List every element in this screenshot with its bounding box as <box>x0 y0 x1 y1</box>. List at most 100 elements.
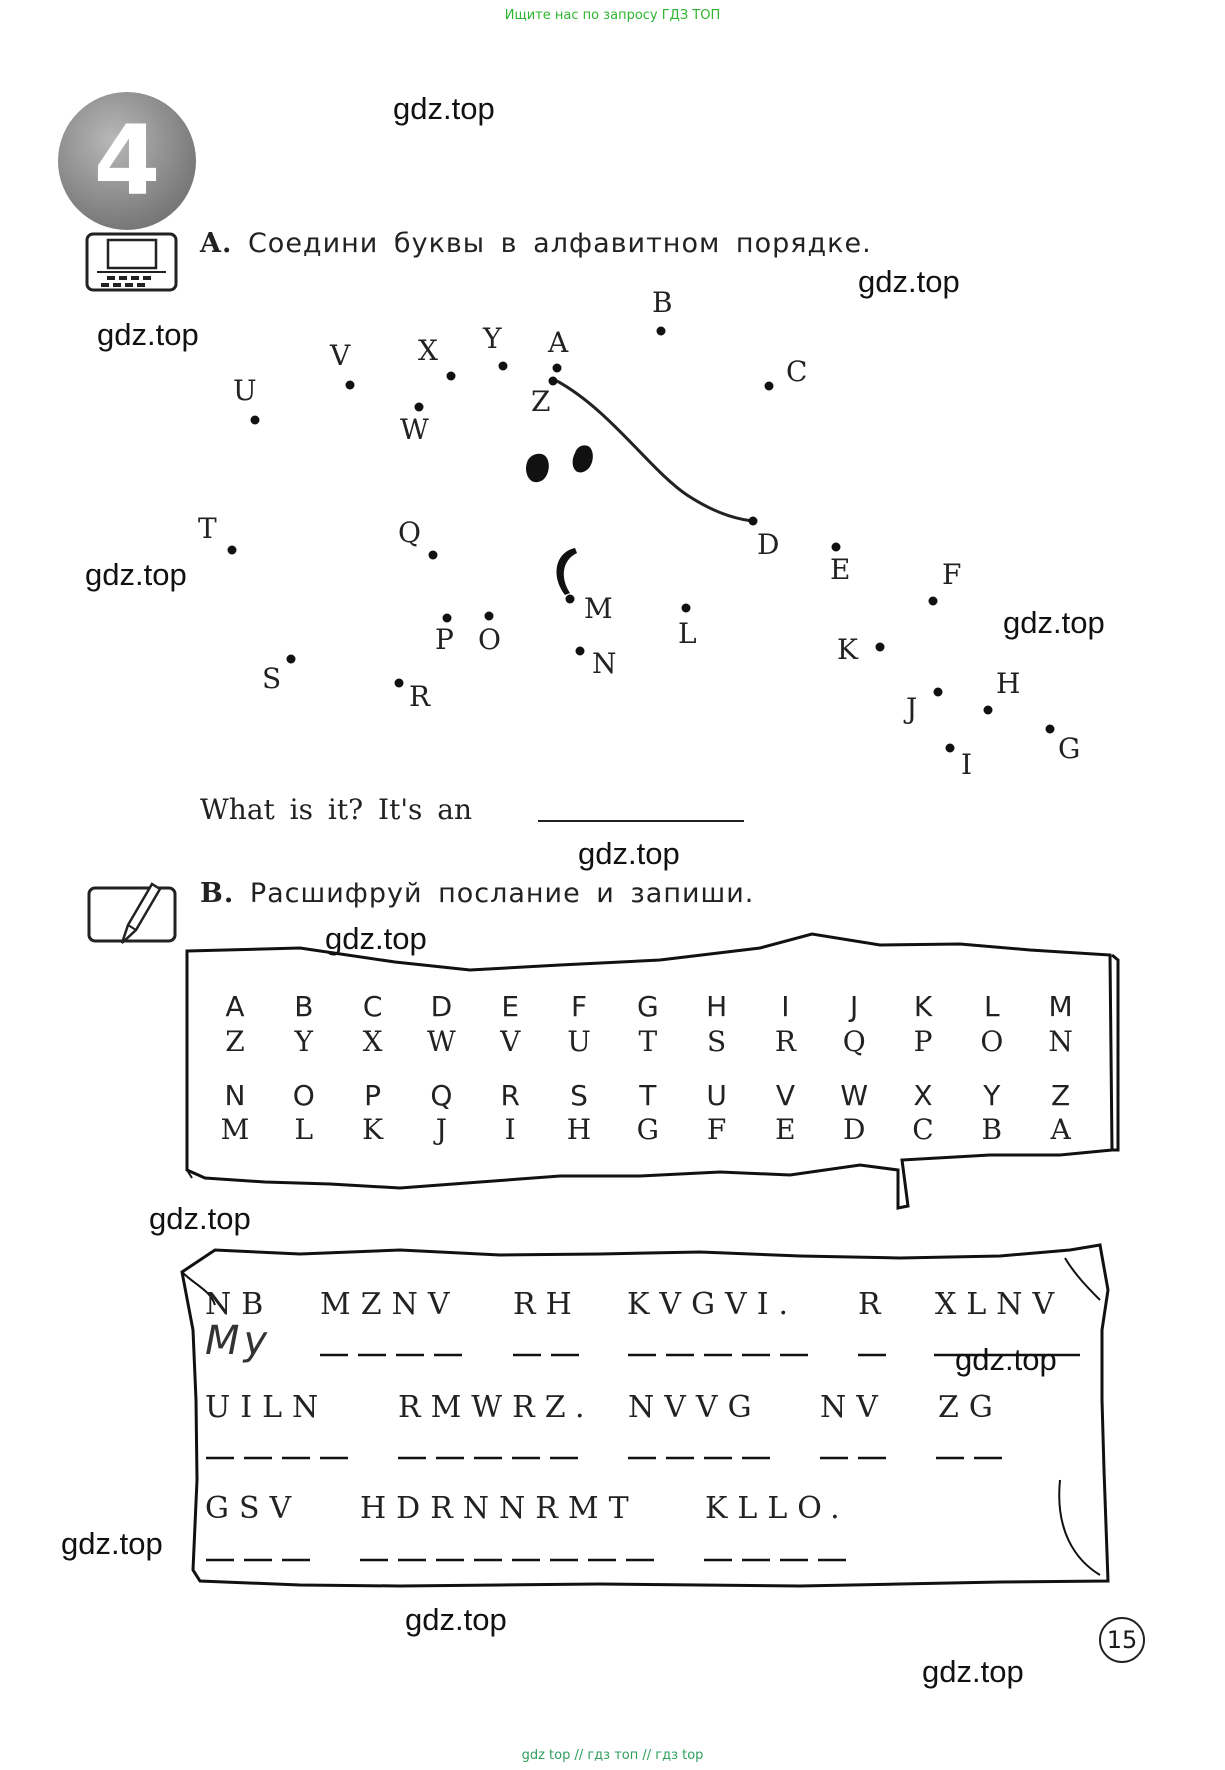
cipher-letter-bottom: X <box>362 1025 383 1058</box>
watermark: gdz.top <box>393 91 495 126</box>
unit-number: 4 <box>93 105 161 217</box>
cipher-letter-bottom: P <box>913 1025 933 1058</box>
cipher-letter-top: V <box>775 1079 795 1112</box>
cipher-letter-bottom: V <box>500 1025 521 1058</box>
dot-H <box>983 705 993 715</box>
bottom-note: gdz top // гдз топ // гдз top <box>521 1748 704 1763</box>
cipher-letter-top: W <box>840 1079 869 1112</box>
watermark: gdz.top <box>61 1526 163 1561</box>
cipher-letter-bottom: M <box>220 1113 250 1146</box>
dot-label-i: I <box>961 748 973 781</box>
cipher-letter-top: F <box>570 990 588 1023</box>
eye-left <box>526 453 549 483</box>
dot-W <box>414 402 424 412</box>
cipher-letter-top: S <box>570 1079 588 1112</box>
cipher-letter-top: E <box>501 990 520 1023</box>
started-line <box>556 379 753 523</box>
cipher-letter-top: Q <box>430 1079 453 1112</box>
cipher-letter-top: G <box>636 990 659 1023</box>
dot-U <box>250 415 260 425</box>
cipher-letter-bottom: R <box>774 1025 796 1058</box>
dot-E <box>831 542 841 552</box>
cipher-letter-bottom: N <box>1048 1025 1073 1058</box>
watermark: gdz.top <box>325 921 427 956</box>
cipher-letter-bottom: G <box>636 1113 659 1146</box>
mouth <box>556 548 577 595</box>
cipher-letter-top: L <box>983 990 1000 1023</box>
code-word: KLLO. <box>705 1491 850 1526</box>
watermark: gdz.top <box>85 557 187 592</box>
cipher-letter-bottom: J <box>435 1113 447 1146</box>
dot-label-y: Y <box>483 322 502 355</box>
task-b-letter: B. <box>200 878 235 909</box>
code-word: RMWRZ. <box>398 1390 595 1425</box>
answer-blanks <box>206 1353 1080 1562</box>
code-word: GSV <box>205 1491 302 1526</box>
cipher-paper <box>185 932 1114 1210</box>
dot-Z <box>548 376 558 386</box>
task-b: B. Расшифруй послание и запиши. <box>200 878 754 909</box>
dot-F <box>928 596 938 606</box>
dot-label-o: O <box>478 623 501 656</box>
code-word: XLNV <box>935 1287 1065 1322</box>
code-word: UILN <box>205 1390 329 1425</box>
watermark: gdz.top <box>922 1654 1024 1689</box>
dot-label-q: Q <box>398 516 421 549</box>
watermark: gdz.top <box>97 317 199 352</box>
cipher-letter-top: K <box>913 990 933 1023</box>
dot-R <box>394 678 404 688</box>
cipher-letter-bottom: H <box>566 1113 592 1146</box>
code-word: HDRNNRMT <box>360 1491 639 1526</box>
cipher-letter-top: A <box>225 990 245 1023</box>
task-a-text: Соедини буквы в алфавитном порядке. <box>247 228 872 259</box>
dot-label-j: J <box>906 692 918 725</box>
dot-O <box>484 611 494 621</box>
cipher-letter-top: C <box>362 990 383 1023</box>
dot-label-n: N <box>592 647 617 680</box>
dot-Q <box>428 550 438 560</box>
dot-B <box>656 326 666 336</box>
dot-label-f: F <box>942 558 962 591</box>
cipher-letter-top: B <box>294 990 314 1023</box>
message-scroll <box>180 1243 1110 1588</box>
dot-V <box>345 380 355 390</box>
cipher-letter-bottom: Y <box>294 1025 314 1058</box>
code-word: MZNV <box>320 1287 460 1322</box>
dot-M <box>565 594 575 604</box>
watermark: gdz.top <box>405 1602 507 1637</box>
computer-icon <box>85 232 178 292</box>
cipher-letter-bottom: L <box>294 1113 314 1146</box>
code-word: RH <box>513 1287 582 1322</box>
cipher-letter-top: X <box>913 1079 933 1112</box>
code-word: KVGVI. <box>627 1287 799 1322</box>
dot-label-b: B <box>652 286 673 319</box>
dot-label-s: S <box>262 662 282 695</box>
dot-L <box>681 603 691 613</box>
task-b-text: Расшифруй послание и запиши. <box>249 878 755 909</box>
dot-I <box>945 743 955 753</box>
cipher-letter-bottom: Z <box>225 1025 245 1058</box>
watermark: gdz.top <box>1003 605 1105 640</box>
cipher-letter-top: N <box>224 1079 246 1112</box>
question-text: What is it? It's an <box>200 793 473 826</box>
cipher-letter-top: U <box>706 1079 727 1112</box>
cipher-letter-bottom: O <box>980 1025 1004 1058</box>
cipher-letter-bottom: S <box>707 1025 727 1058</box>
watermark: gdz.top <box>149 1201 251 1236</box>
dot-label-u: U <box>233 374 257 407</box>
cipher-letter-bottom: K <box>362 1113 384 1146</box>
cipher-letter-bottom: I <box>504 1113 516 1146</box>
dot-label-l: L <box>678 617 697 650</box>
cipher-letter-top: H <box>706 990 728 1023</box>
dot-label-d: D <box>757 528 780 561</box>
dots <box>227 326 1055 753</box>
watermark: gdz.top <box>955 1342 1057 1377</box>
task-a: A. Соедини буквы в алфавитном порядке. <box>200 228 872 259</box>
cipher-letter-bottom: D <box>842 1113 866 1146</box>
cipher-letter-bottom: T <box>638 1025 658 1058</box>
code-word: NV <box>820 1390 888 1425</box>
dot-label-c: C <box>786 355 808 388</box>
dot-label-v: V <box>330 339 351 372</box>
dot-label-k: K <box>837 633 858 666</box>
